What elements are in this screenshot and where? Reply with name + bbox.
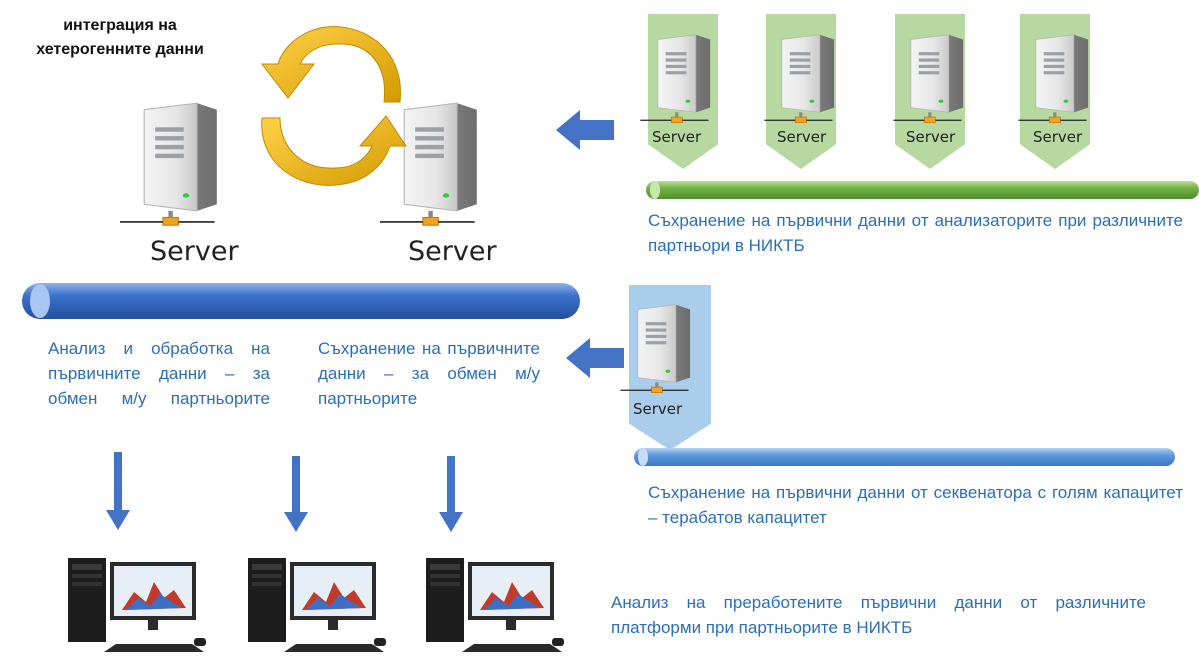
storage-exchange-text: Съхранение на първичните данни – за обме… <box>318 339 540 408</box>
partner-server-2-label: Server <box>777 128 827 146</box>
arrow-down-icon <box>439 456 463 532</box>
server-icon <box>764 30 844 125</box>
integration-title: интеграция на хетерогенните данни <box>0 14 240 62</box>
server-icon <box>620 300 700 395</box>
partner-server-3 <box>893 30 973 125</box>
sequencer-storage-bar <box>634 448 1175 466</box>
partner-server-3-label: Server <box>906 128 956 146</box>
partner-server-2 <box>764 30 844 125</box>
partner-server-4-label: Server <box>1033 128 1083 146</box>
workstation-icon <box>418 552 576 652</box>
primary-server-2-label: Server <box>408 236 497 267</box>
arrow-down-icon <box>284 456 308 532</box>
analysis-processing-text: Анализ и обработка на първичните данни –… <box>48 339 270 408</box>
sequencer-server-label: Server <box>633 400 683 418</box>
primary-server-1 <box>120 95 230 230</box>
workstation-icon <box>240 552 398 652</box>
workstation-2 <box>240 552 398 652</box>
arrow-left-icon <box>566 338 624 378</box>
partner-server-4 <box>1018 30 1098 125</box>
server-icon <box>640 30 720 125</box>
workstation-icon <box>60 552 218 652</box>
analyzers-storage-bar <box>646 181 1199 199</box>
arrow-down-icon <box>106 452 130 530</box>
server-icon <box>120 95 230 230</box>
arrow-left-icon <box>556 110 614 150</box>
sequencer-server <box>620 300 700 395</box>
partner-server-1 <box>640 30 720 125</box>
server-icon <box>1018 30 1098 125</box>
server-icon <box>893 30 973 125</box>
sequencer-storage-text: Съхранение на първични данни от секвенат… <box>648 483 1183 527</box>
integration-title-line-1: интеграция на <box>63 17 177 34</box>
workstation-1 <box>60 552 218 652</box>
analyzers-storage-text: Съхранение на първични данни от анализат… <box>648 211 1183 255</box>
integration-title-line-2: хетерогенните данни <box>36 41 204 58</box>
primary-server-1-label: Server <box>150 236 239 267</box>
primary-storage-bar <box>22 283 580 319</box>
workstation-3 <box>418 552 576 652</box>
final-analysis-text: Анализ на преработените първични данни о… <box>611 593 1146 637</box>
cycle-arrows-icon <box>260 26 407 186</box>
partner-server-1-label: Server <box>652 128 702 146</box>
